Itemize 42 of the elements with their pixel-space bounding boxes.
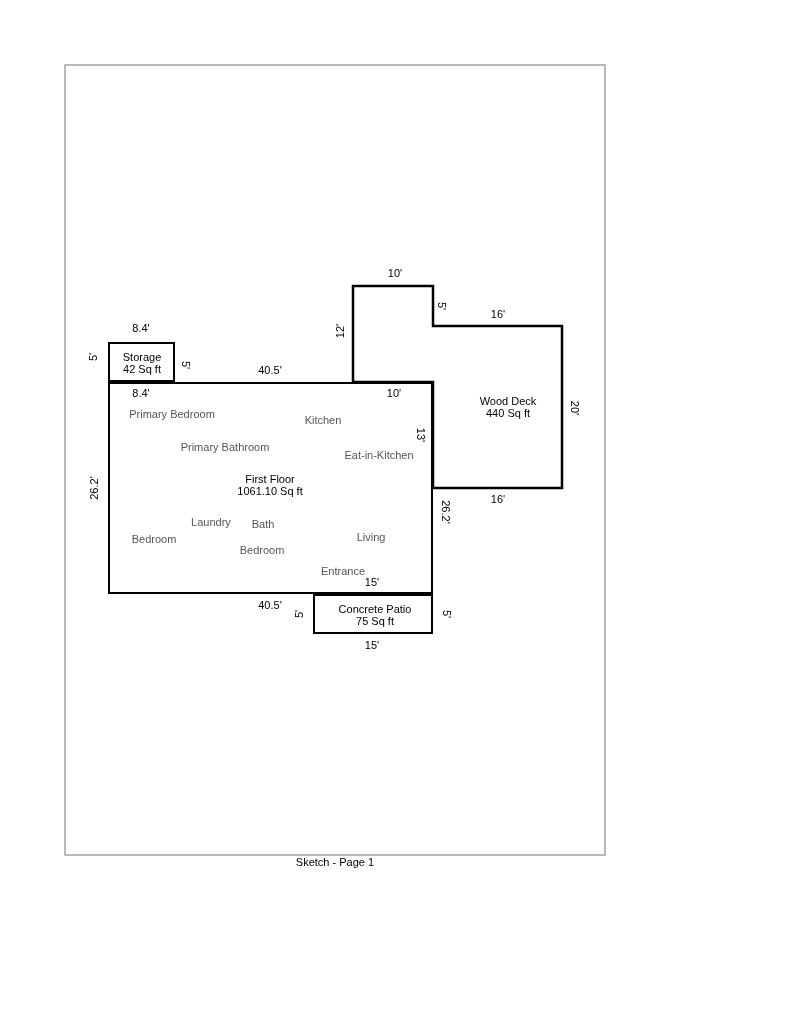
area-size: 42 Sq ft (123, 363, 161, 376)
dimension-label: 5' (440, 609, 454, 619)
dimension-label: 5' (86, 352, 100, 362)
area-name: First Floor (245, 472, 295, 485)
room-label: Primary Bedroom (129, 407, 215, 421)
room-label: Eat-in-Kitchen (344, 448, 414, 462)
dimension-label: 16' (490, 307, 506, 321)
dimension-label: 12' (333, 323, 347, 339)
room-label: Laundry (191, 515, 231, 529)
room-label: Primary Bathroom (180, 440, 270, 454)
dimension-label: 26.2' (439, 500, 453, 524)
dimension-label: 16' (490, 492, 506, 506)
dimension-label: 40.5' (258, 363, 282, 377)
room-label: Kitchen (304, 413, 342, 427)
dimension-label: 20' (568, 400, 582, 416)
room-label: Living (356, 530, 386, 544)
storage-outline (108, 342, 175, 382)
dimension-label: 26.2' (87, 476, 101, 500)
floor-outline (108, 382, 433, 594)
room-label: Bedroom (239, 543, 285, 557)
dimension-label: 13' (414, 427, 428, 443)
dimension-label: 8.4' (132, 386, 150, 400)
area-name: Wood Deck (479, 394, 537, 407)
caption: Sketch - Page 1 (295, 855, 375, 869)
dimension-label: 5' (179, 360, 193, 370)
area-size: 1061.10 Sq ft (237, 485, 303, 498)
area-size: 75 Sq ft (356, 615, 394, 628)
room-label: Entrance (321, 564, 365, 578)
dimension-label: 5' (435, 301, 449, 311)
dimension-label: 15' (364, 575, 380, 589)
dimension-label: 10' (386, 386, 402, 400)
area-name: Storage (122, 350, 162, 363)
patio-outline (313, 594, 433, 634)
area-name: Concrete Patio (338, 602, 412, 615)
room-label: Bedroom (131, 532, 177, 546)
dimension-label: 8.4' (132, 321, 150, 335)
dimension-label: 5' (292, 609, 306, 619)
room-label: Bath (251, 517, 275, 531)
dimension-label: 15' (364, 638, 380, 652)
dimension-label: 40.5' (258, 598, 282, 612)
dimension-label: 10' (387, 266, 403, 280)
area-size: 440 Sq ft (485, 407, 530, 420)
